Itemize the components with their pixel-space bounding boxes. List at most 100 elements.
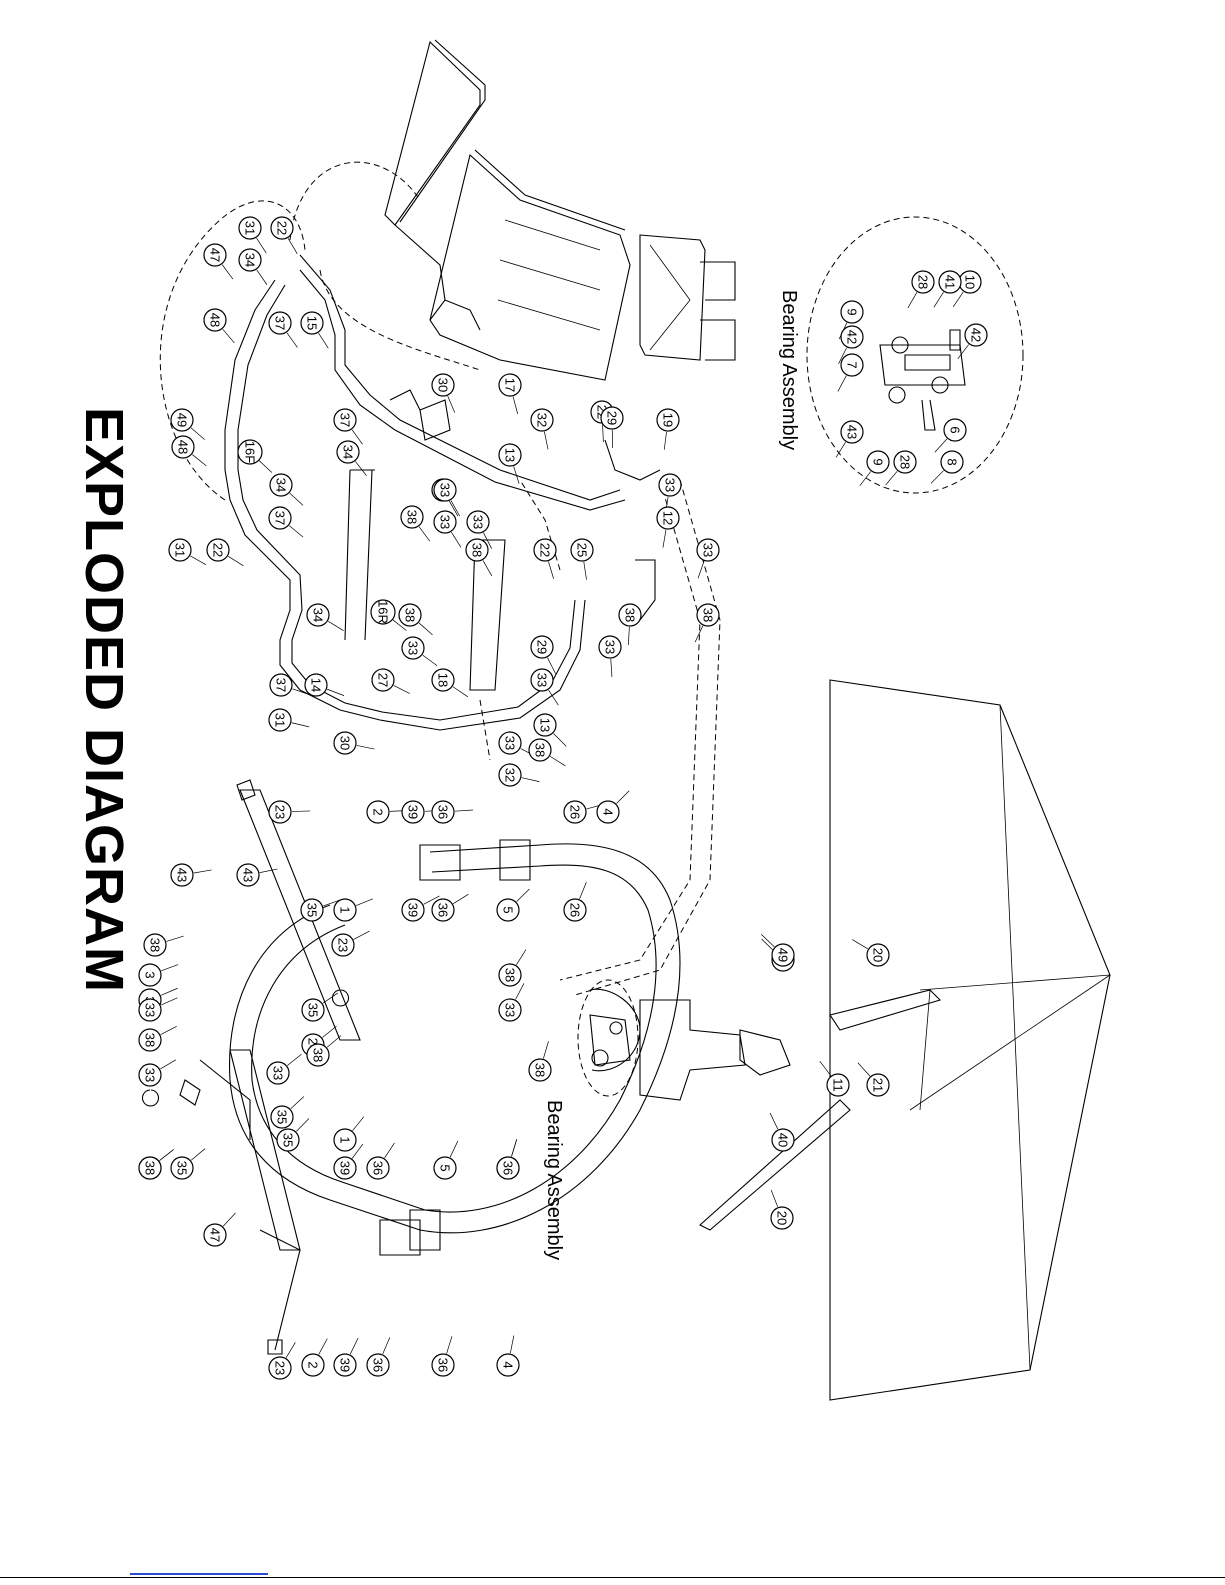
callout-bubble: 25 [570,538,594,562]
callout-leader [190,1148,206,1161]
callout-bubble: 43 [170,863,194,887]
callout-leader [447,395,456,413]
callout-bubble: 23 [268,800,292,824]
leg-tubes [141,779,361,1355]
callout-circle [206,538,230,562]
callout-bubble: 31 [168,538,192,562]
callout-bubble: 37 [269,673,293,697]
callout-leader [192,454,207,467]
callout-circle [370,599,396,625]
callout-bubble: 9 [840,300,864,324]
callout-leader [349,1337,359,1355]
callout-bubble: 31 [238,216,262,240]
callout-circle [893,450,917,474]
callout-number: 25 [575,543,590,557]
callout-leader [356,898,373,906]
callout-leader [352,1116,365,1131]
callout-number: 47 [208,1228,223,1242]
callout-number: 34 [274,478,289,492]
callout-leader [287,1054,302,1066]
callout-leader [521,777,540,782]
callout-bubble: 19 [656,408,680,432]
callout-bubble: 6 [943,418,967,442]
callout-number: 38 [533,1063,548,1077]
callout-bubble: 7 [840,353,864,377]
callout-bubble: 35 [276,1128,300,1152]
callout-bubble: 22 [270,216,294,240]
callout-number: 33 [271,1066,286,1080]
callout-number: 7 [845,361,860,368]
callout-bubble: 38 [528,1058,552,1082]
callout-circle [366,1156,390,1180]
callout-number: 48 [208,313,223,327]
callout-number: 5 [501,906,516,913]
callout-circle [940,450,964,474]
callout-number: 8 [945,458,960,465]
callout-number: 37 [273,511,288,525]
callout-number: 48 [176,440,191,454]
callout-bubble: 23 [331,933,355,957]
callout-circle [203,308,227,332]
callout-circle [598,635,622,659]
callout-circle [498,998,522,1022]
callout-number: 42 [969,328,984,342]
callout-leader [509,1335,515,1354]
callout-leader [451,531,462,548]
callout-circle [530,635,554,659]
callout-leader [160,1026,177,1035]
callout-circle [270,1105,294,1129]
callout-number: 33 [143,1003,158,1017]
callout-bubble: 36 [431,898,455,922]
callout-circle [600,406,624,430]
callout-bubble: 33 [401,636,425,660]
callout-bubble: 36 [366,1156,390,1180]
callout-number: 39 [338,1161,353,1175]
callout-circle [333,898,357,922]
callout-number: 16F [243,441,258,463]
callout-leader [547,657,556,674]
callout-circle [170,1156,194,1180]
callout-bubble: 4 [496,1353,520,1377]
callout-number: 33 [503,1003,518,1017]
callout-leader [222,1212,236,1227]
callout-circle [138,1028,162,1052]
callout-leader [327,688,345,696]
callout-circle [268,800,292,824]
callout-number: 19 [661,413,676,427]
callout-leader [543,1041,549,1059]
callout-circle [533,713,557,737]
callout-number: 37 [274,678,289,692]
callout-bubble: 30 [431,373,455,397]
seat-assembly [384,39,736,381]
callout-bubble: 33 [530,668,554,692]
callout-bubble: 38 [398,603,422,627]
callout-number: 26 [568,805,583,819]
callout-bubble: 23 [268,1356,292,1380]
callout-number: 36 [371,1161,386,1175]
callout-bubble: 47 [203,243,227,267]
callout-leader [602,423,604,442]
callout-bubble: 27 [371,668,395,692]
callout-leader [513,466,520,484]
callout-bubble: 11 [826,1073,850,1097]
callout-leader [322,992,338,1004]
callout-circle [496,1156,520,1180]
callout-bubble: 29 [600,406,624,430]
callout-circle [268,506,292,530]
footer-link-underline [130,1573,268,1575]
callout-leader [663,431,667,450]
callout-number: 30 [436,378,451,392]
callout-circle [301,1353,325,1377]
callout-circle [366,1353,390,1377]
bearing-assembly-main-label: Bearing Assembly [543,1100,565,1260]
callout-leader [450,500,461,517]
callout-circle [400,505,424,529]
callout-number: 31 [273,713,288,727]
part-callouts: 1122334455678991011121313141516F16R17181… [138,216,988,1380]
callout-number: 33 [143,1068,158,1082]
callout-bubble: 34 [306,603,330,627]
callout-bubble: 33 [498,998,522,1022]
callout-number: 39 [406,805,421,819]
callout-bubble: 47 [203,1223,227,1247]
callout-leader [323,899,341,907]
